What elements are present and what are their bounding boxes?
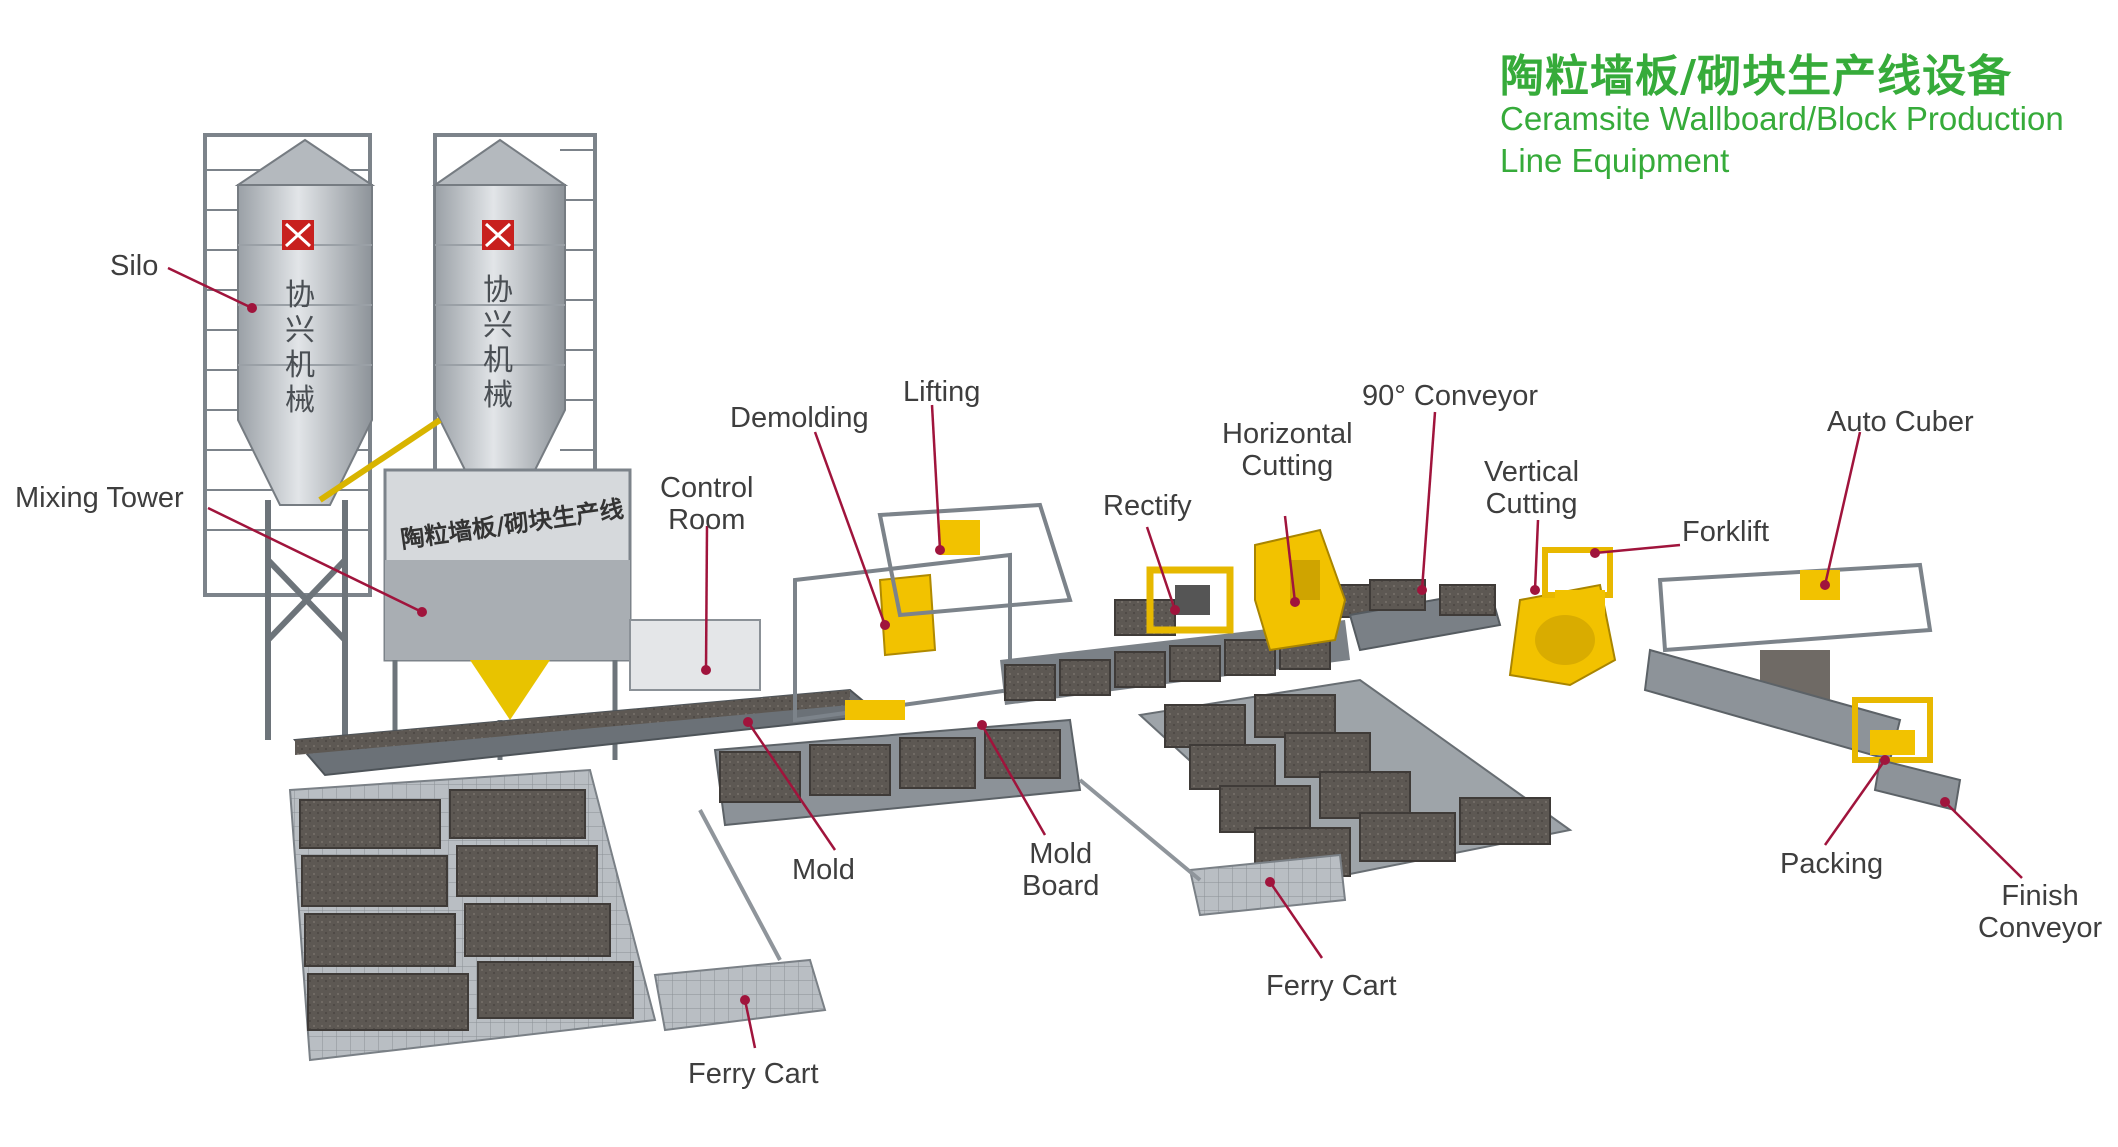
title-chinese: 陶粒墙板/砌块生产线设备 <box>1500 51 2013 102</box>
auto-cuber-platform <box>1643 562 1933 762</box>
label-silo: Silo <box>110 250 159 282</box>
label-90-conveyor: 90° Conveyor <box>1362 380 1539 412</box>
label-horizontal-cutting-line1: Horizontal <box>1222 418 1353 450</box>
silo-left <box>203 133 376 740</box>
center-block-yard <box>1137 678 1573 882</box>
label-vertical-cutting: Vertical Cutting <box>1484 456 1579 520</box>
mold-board-line <box>713 718 1082 827</box>
label-horizontal-cutting-line2: Cutting <box>1241 450 1334 482</box>
label-demolding: Demolding <box>730 402 869 434</box>
label-vertical-cutting-line1: Vertical <box>1484 456 1580 488</box>
conveyor-90 <box>1348 579 1502 652</box>
label-vertical-cutting-line2: Cutting <box>1485 488 1578 520</box>
label-ferry-cart-center: Ferry Cart <box>1266 970 1397 1002</box>
finish-conveyor-shape <box>1873 758 1962 812</box>
label-mixing-tower: Mixing Tower <box>15 482 184 514</box>
label-packing: Packing <box>1780 848 1884 880</box>
silo-brand-char-left: 机 <box>285 348 315 383</box>
left-block-stack <box>288 768 657 1062</box>
silo-brand-char-left: 协 <box>285 278 315 313</box>
silo-logo-left <box>282 220 314 250</box>
label-control-room-line2: Room <box>668 504 746 536</box>
label-finish-conveyor-line1: Finish <box>2001 880 2079 912</box>
label-forklift: Forklift <box>1682 516 1769 548</box>
lifting-frame <box>877 502 1073 618</box>
title-english-line1: Ceramsite Wallboard/Block Production <box>1500 100 2064 137</box>
forklift-machine <box>1542 547 1613 615</box>
silo-brand-char-right: 兴 <box>483 308 513 343</box>
label-lifting: Lifting <box>903 376 981 408</box>
title-english-line2: Line Equipment <box>1500 142 1730 179</box>
leader-dots <box>247 303 1950 1005</box>
leader-lines <box>167 266 2023 1049</box>
title-english: Ceramsite Wallboard/Block Production Lin… <box>1500 98 2064 182</box>
silo-brand-char-left: 兴 <box>285 313 315 348</box>
ferry-cart-left-shape <box>653 809 827 1032</box>
silo-brand-char-right: 机 <box>483 343 513 378</box>
label-auto-cuber: Auto Cuber <box>1827 406 1974 438</box>
label-finish-conveyor-line2: Conveyor <box>1978 912 2103 944</box>
label-mold-board-line2: Board <box>1022 870 1100 902</box>
packing-machine <box>1852 697 1933 763</box>
silo-brand-char-right: 械 <box>483 378 513 413</box>
rectify-machine <box>1146 566 1234 634</box>
silo-right <box>431 133 597 497</box>
label-horizontal-cutting: Horizontal Cutting <box>1222 418 1353 482</box>
label-ferry-cart-left: Ferry Cart <box>688 1058 819 1090</box>
label-mold: Mold <box>792 854 855 886</box>
label-control-room-line1: Control <box>660 472 754 504</box>
silo-brand-char-right: 协 <box>483 273 513 308</box>
label-control-room: Control Room <box>660 472 754 536</box>
label-mold-board-line1: Mold <box>1029 838 1093 870</box>
label-rectify: Rectify <box>1103 490 1192 522</box>
label-mold-board: Mold Board <box>1022 838 1099 902</box>
silo-logo-right <box>482 220 514 250</box>
label-finish-conveyor: Finish Conveyor <box>1978 880 2102 944</box>
horizontal-cutting-machine <box>1254 528 1347 652</box>
silo-brand-char-left: 械 <box>285 383 315 418</box>
